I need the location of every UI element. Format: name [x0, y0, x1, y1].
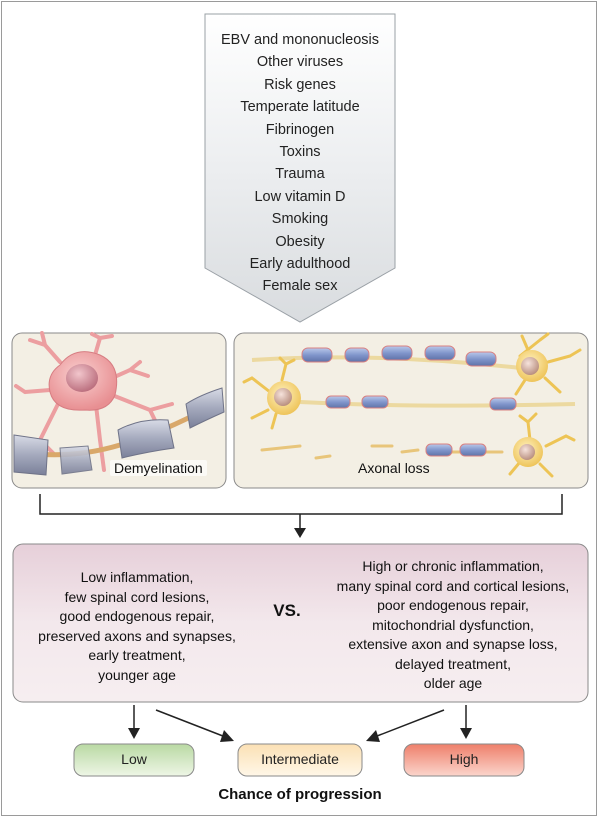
- comparison-line: mitochondrial dysfunction,: [372, 616, 534, 633]
- merge-arrowhead: [294, 528, 306, 538]
- risk-factor-item: Smoking: [271, 211, 329, 228]
- outcome-arrows: [133, 705, 467, 739]
- unfavorable-factors: High or chronic inflammation, many spinal…: [318, 557, 588, 694]
- arrowhead-left-intermediate: [220, 730, 234, 742]
- risk-factor-item: Obesity: [275, 233, 325, 250]
- outcome-high: High: [449, 751, 479, 767]
- comparison-line: younger age: [98, 666, 176, 683]
- chance-of-progression-label: Chance of progression: [218, 786, 382, 803]
- comparison-line: preserved axons and synapses,: [38, 627, 236, 644]
- risk-factor-item: Other viruses: [256, 54, 344, 71]
- comparison-line: older age: [423, 675, 483, 691]
- risk-factor-item: Fibrinogen: [265, 121, 335, 138]
- comparison-line: extensive axon and synapse loss,: [348, 636, 558, 652]
- comparison-line: High or chronic inflammation,: [362, 558, 544, 574]
- arrowhead-right-intermediate: [366, 730, 380, 742]
- outcome-intermediate: Intermediate: [261, 751, 339, 767]
- axonal-loss-panel: [233, 332, 589, 489]
- risk-factor-item: Early adulthood: [249, 256, 351, 272]
- risk-factor-item: Risk genes: [264, 76, 336, 93]
- comparison-line: early treatment,: [88, 647, 186, 663]
- comparison-line: many spinal cord and cortical lesions,: [336, 577, 570, 594]
- arrowhead-low: [128, 728, 140, 739]
- risk-factor-item: EBV and mononucleosis: [221, 32, 379, 48]
- merge-bracket: [39, 494, 563, 515]
- comparison-line: few spinal cord lesions,: [64, 588, 210, 605]
- risk-factor-item: Toxins: [279, 144, 321, 160]
- comparison-line: delayed treatment,: [395, 655, 511, 672]
- axonal-loss-illustration: [242, 332, 582, 478]
- risk-factor-item: Trauma: [275, 166, 325, 183]
- risk-factors-arrow: [204, 13, 396, 323]
- comparison-line: poor endogenous repair,: [377, 597, 529, 613]
- demyelination-illustration: [14, 333, 224, 475]
- risk-factor-item: Low vitamin D: [254, 188, 346, 205]
- risk-factor-item: Female sex: [262, 278, 338, 295]
- axonal-loss-label: Axonal loss: [358, 460, 430, 476]
- comparison-box: [12, 543, 589, 703]
- comparison-line: Low inflammation,: [80, 569, 194, 585]
- arrowhead-high: [460, 728, 472, 739]
- favorable-factors: Low inflammation, few spinal cord lesions…: [26, 568, 248, 685]
- versus-label: VS.: [273, 601, 301, 620]
- comparison-line: good endogenous repair,: [59, 608, 215, 624]
- demyelination-label: Demyelination: [110, 460, 207, 476]
- risk-factor-item: Temperate latitude: [240, 99, 360, 116]
- outcome-low: Low: [121, 751, 147, 767]
